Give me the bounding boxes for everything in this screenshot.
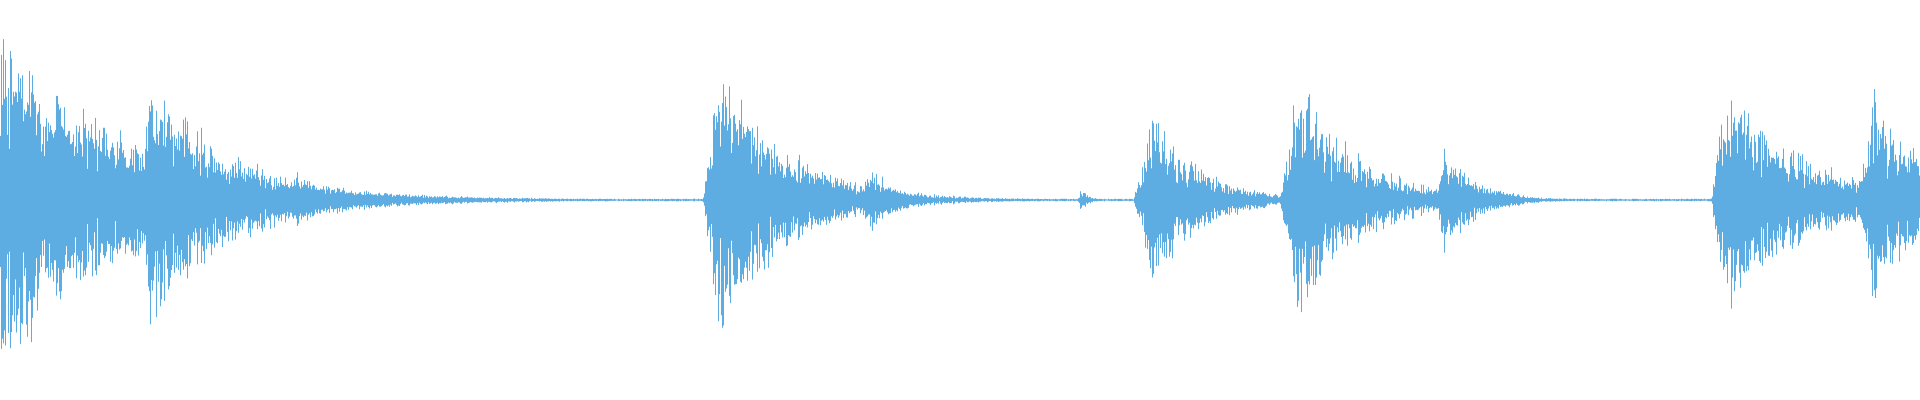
waveform-samples (0, 39, 1920, 349)
waveform-path (0, 39, 1920, 349)
